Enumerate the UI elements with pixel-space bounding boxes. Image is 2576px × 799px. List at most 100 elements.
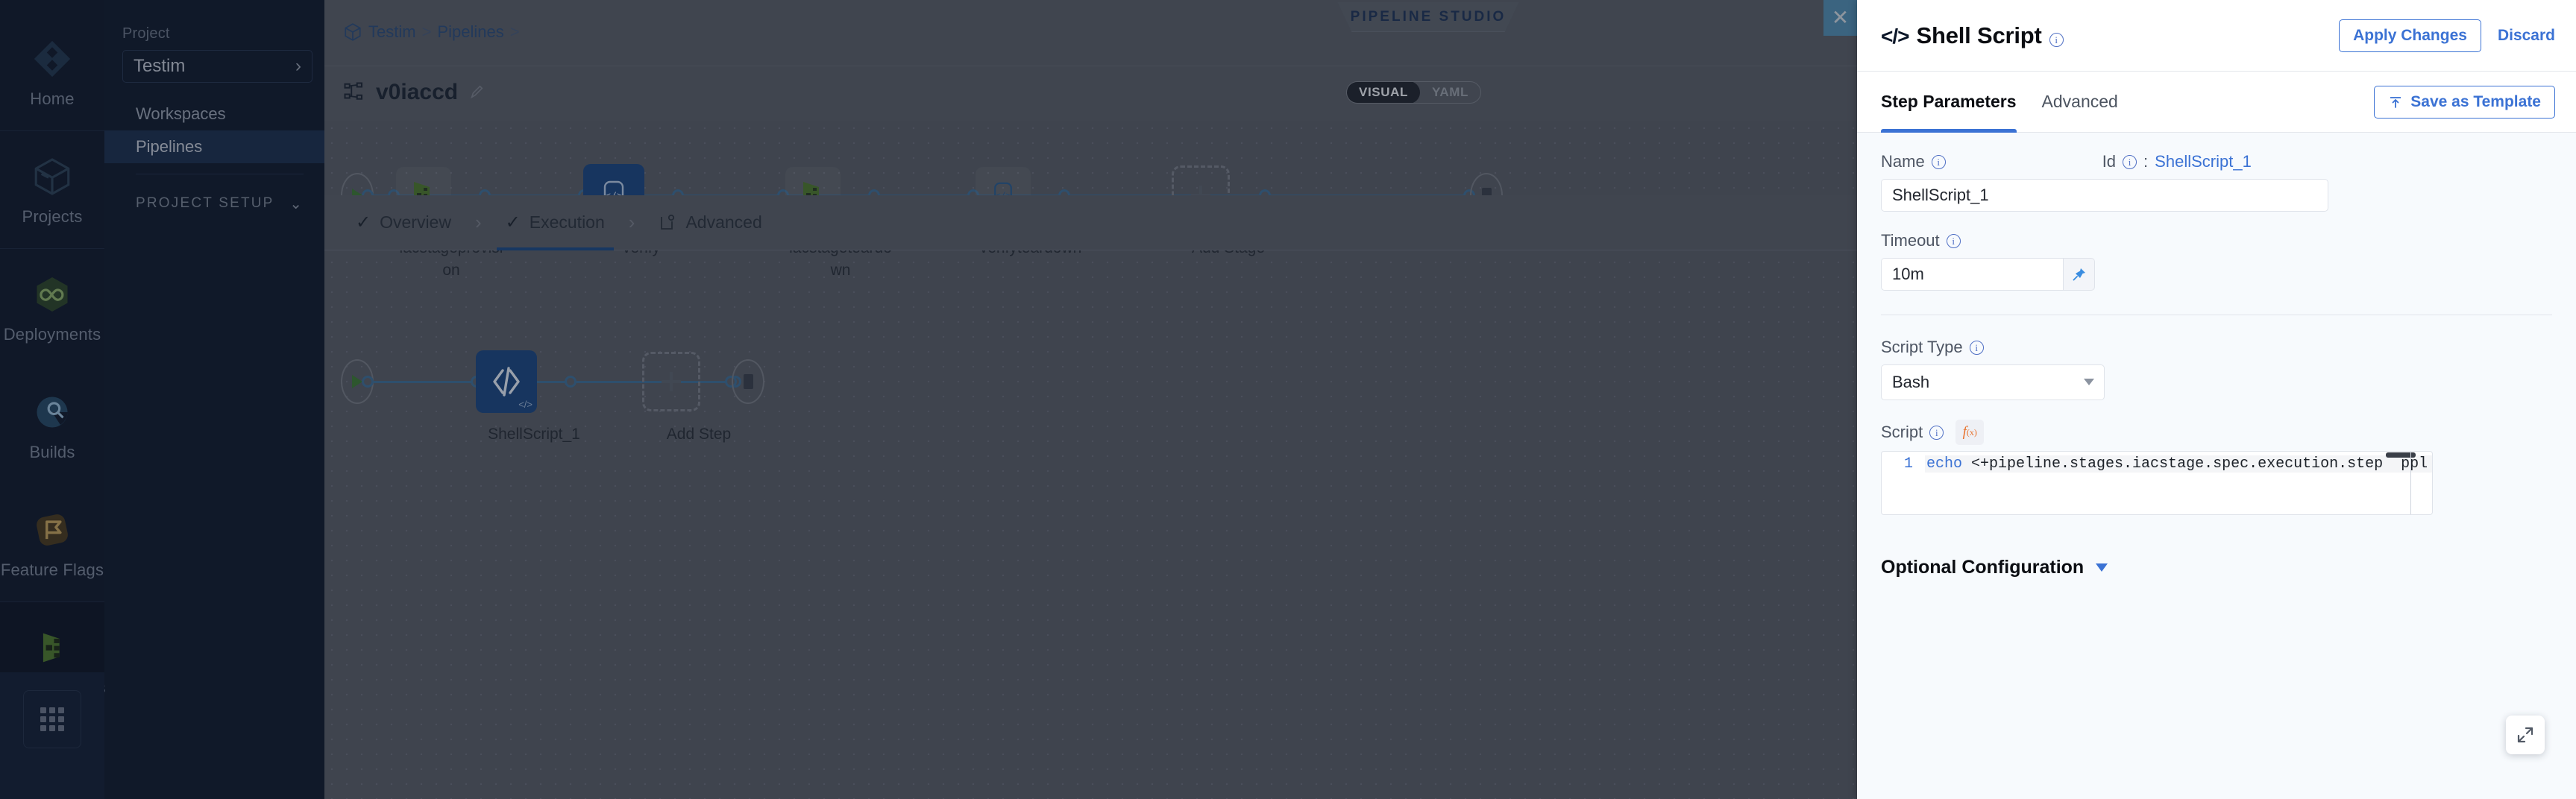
- save-as-template-button[interactable]: Save as Template: [2374, 85, 2555, 119]
- toggle-option-visual[interactable]: VISUAL: [1347, 82, 1420, 103]
- project-selector-value: Testim: [133, 56, 186, 76]
- field-label: Timeout: [1881, 231, 1940, 250]
- tab-separator: ›: [474, 211, 482, 233]
- tab-advanced[interactable]: Advanced: [645, 195, 775, 250]
- name-id-row: Name i Id i : ShellScript_1: [1881, 152, 2552, 179]
- breadcrumb-item-0[interactable]: Testim: [368, 22, 416, 41]
- field-script: Script i f(x) 1 echo <+pipeline.stages.i…: [1881, 420, 2552, 754]
- pipeline-studio-main: Testim > Pipelines > PIPELINE STUDIO ✕: [324, 0, 1857, 799]
- tab-overview[interactable]: ✓ Overview: [342, 195, 465, 250]
- view-mode-toggle[interactable]: VISUAL YAML: [1346, 81, 1481, 104]
- expand-editor-button[interactable]: [2506, 716, 2545, 754]
- rail-item-builds[interactable]: Builds: [0, 367, 104, 484]
- drawer-body: Name i Id i : ShellScript_1 Timeout i: [1857, 133, 2576, 799]
- project-section-label: Project: [122, 25, 170, 42]
- apps-grid-button[interactable]: [23, 690, 81, 748]
- timeout-input[interactable]: [1881, 258, 2064, 291]
- rail-item-home[interactable]: Home: [0, 13, 104, 131]
- graph-wire: [365, 381, 731, 383]
- script-label-wrap: Script i: [1881, 423, 1944, 442]
- chevron-down-icon: [2084, 379, 2094, 385]
- project-nav-list: Workspaces Pipelines: [104, 98, 324, 163]
- drawer-title: Shell Script: [1916, 22, 2042, 48]
- script-editor[interactable]: 1 echo <+pipeline.stages.iacstage.spec.e…: [1881, 451, 2433, 515]
- execution-end-node: [732, 359, 764, 404]
- project-selector[interactable]: Testim ›: [122, 50, 312, 83]
- advanced-gear-icon: [661, 214, 675, 230]
- editor-scrollbar[interactable]: [2386, 452, 2416, 458]
- editor-line: 1 echo <+pipeline.stages.iacstage.spec.e…: [1882, 452, 2432, 476]
- editor-code-text: <+pipeline.stages.iacstage.spec.executio…: [1962, 455, 2428, 473]
- rail-label: Feature Flags: [0, 560, 104, 579]
- save-as-template-label: Save as Template: [2410, 92, 2541, 110]
- chevron-down-icon: [2096, 563, 2108, 572]
- breadcrumb-item-1[interactable]: Pipelines: [437, 22, 504, 41]
- id-value[interactable]: ShellScript_1: [2155, 152, 2252, 171]
- drawer-actions: Apply Changes Discard: [2339, 19, 2555, 52]
- infrastructure-icon: [43, 633, 60, 663]
- info-icon[interactable]: i: [1931, 154, 1946, 169]
- step-config-drawer: </> Shell Script i Apply Changes Discard…: [1857, 0, 2576, 799]
- tab-label: Overview: [380, 212, 451, 232]
- project-setup-toggle[interactable]: PROJECT SETUP ⌄: [104, 191, 324, 216]
- pipeline-canvas[interactable]: </> iacstageprovision </> </>: [324, 121, 1857, 799]
- script-type-select[interactable]: Bash: [1881, 364, 2105, 400]
- stop-icon: [743, 374, 753, 389]
- rail-item-projects[interactable]: Projects: [0, 131, 104, 249]
- stage-tabs: ✓ Overview › ✓ Execution › Advanced: [324, 195, 1857, 250]
- tab-label: Advanced: [685, 212, 762, 232]
- rail-item-deployments[interactable]: Deployments: [0, 249, 104, 367]
- expression-fx-button[interactable]: f(x): [1955, 420, 1985, 445]
- tab-label: Advanced: [2041, 92, 2118, 111]
- info-icon[interactable]: i: [2123, 154, 2137, 169]
- rail-footer: [0, 672, 104, 799]
- info-icon[interactable]: i: [2049, 32, 2064, 47]
- info-icon[interactable]: i: [1946, 233, 1961, 248]
- info-icon[interactable]: i: [1969, 340, 1984, 355]
- pencil-icon[interactable]: [468, 84, 485, 101]
- home-diamond-icon: [34, 40, 71, 78]
- script-label-group: Script i f(x): [1881, 420, 2552, 445]
- step-node-box[interactable]: </>: [476, 350, 537, 413]
- tab-execution[interactable]: ✓ Execution: [492, 195, 618, 250]
- discard-button[interactable]: Discard: [2497, 26, 2555, 44]
- tab-label: Execution: [529, 212, 605, 232]
- field-label: Script Type: [1881, 338, 1963, 356]
- graph-port: [362, 376, 374, 388]
- project-setup-label: PROJECT SETUP: [136, 195, 274, 211]
- drawer-tabset: Step Parameters Advanced: [1881, 72, 2118, 133]
- sidebar-item-workspaces[interactable]: Workspaces: [104, 98, 324, 130]
- pin-icon: [2073, 268, 2085, 281]
- tab-advanced[interactable]: Advanced: [2042, 72, 2118, 133]
- pipeline-graph-icon: [344, 82, 362, 100]
- apps-grid-icon: [40, 707, 64, 731]
- toggle-option-yaml[interactable]: YAML: [1431, 85, 1468, 99]
- script-type-value[interactable]: Bash: [1881, 364, 2105, 400]
- sidebar-item-pipelines[interactable]: Pipelines: [104, 130, 324, 163]
- plus-icon: [662, 372, 681, 391]
- close-button[interactable]: ✕: [1823, 0, 1857, 36]
- tab-separator: ›: [628, 211, 635, 233]
- info-icon[interactable]: i: [1929, 425, 1944, 440]
- breadcrumb-separator: >: [509, 22, 520, 41]
- primary-nav-rail: Home Projects Deployments: [0, 0, 106, 799]
- template-upload-icon: [2390, 96, 2401, 108]
- editor-caret: [2410, 452, 2411, 514]
- project-sidebar: Project Testim › Workspaces Pipelines PR…: [104, 0, 324, 799]
- name-label-group: Name i: [1881, 152, 1946, 171]
- pipeline-studio-badge-label: PIPELINE STUDIO: [1350, 8, 1507, 25]
- id-separator: :: [2143, 152, 2149, 171]
- add-step-button[interactable]: [642, 352, 700, 411]
- drawer-tabs: Step Parameters Advanced Save as Templat…: [1857, 72, 2576, 133]
- check-icon: ✓: [356, 212, 371, 233]
- editor-code[interactable]: echo <+pipeline.stages.iacstage.spec.exe…: [1925, 455, 2432, 473]
- name-input[interactable]: [1881, 179, 2328, 212]
- timeout-label-group: Timeout i: [1881, 231, 2552, 250]
- rail-item-feature-flags[interactable]: Feature Flags: [0, 484, 104, 602]
- tab-step-parameters[interactable]: Step Parameters: [1881, 72, 2017, 133]
- optional-configuration-toggle[interactable]: Optional Configuration: [1881, 557, 2552, 578]
- id-label: Id: [2102, 152, 2117, 171]
- timeout-pin-button[interactable]: [2064, 258, 2095, 291]
- apply-changes-button[interactable]: Apply Changes: [2339, 19, 2481, 52]
- graph-port: [725, 376, 737, 388]
